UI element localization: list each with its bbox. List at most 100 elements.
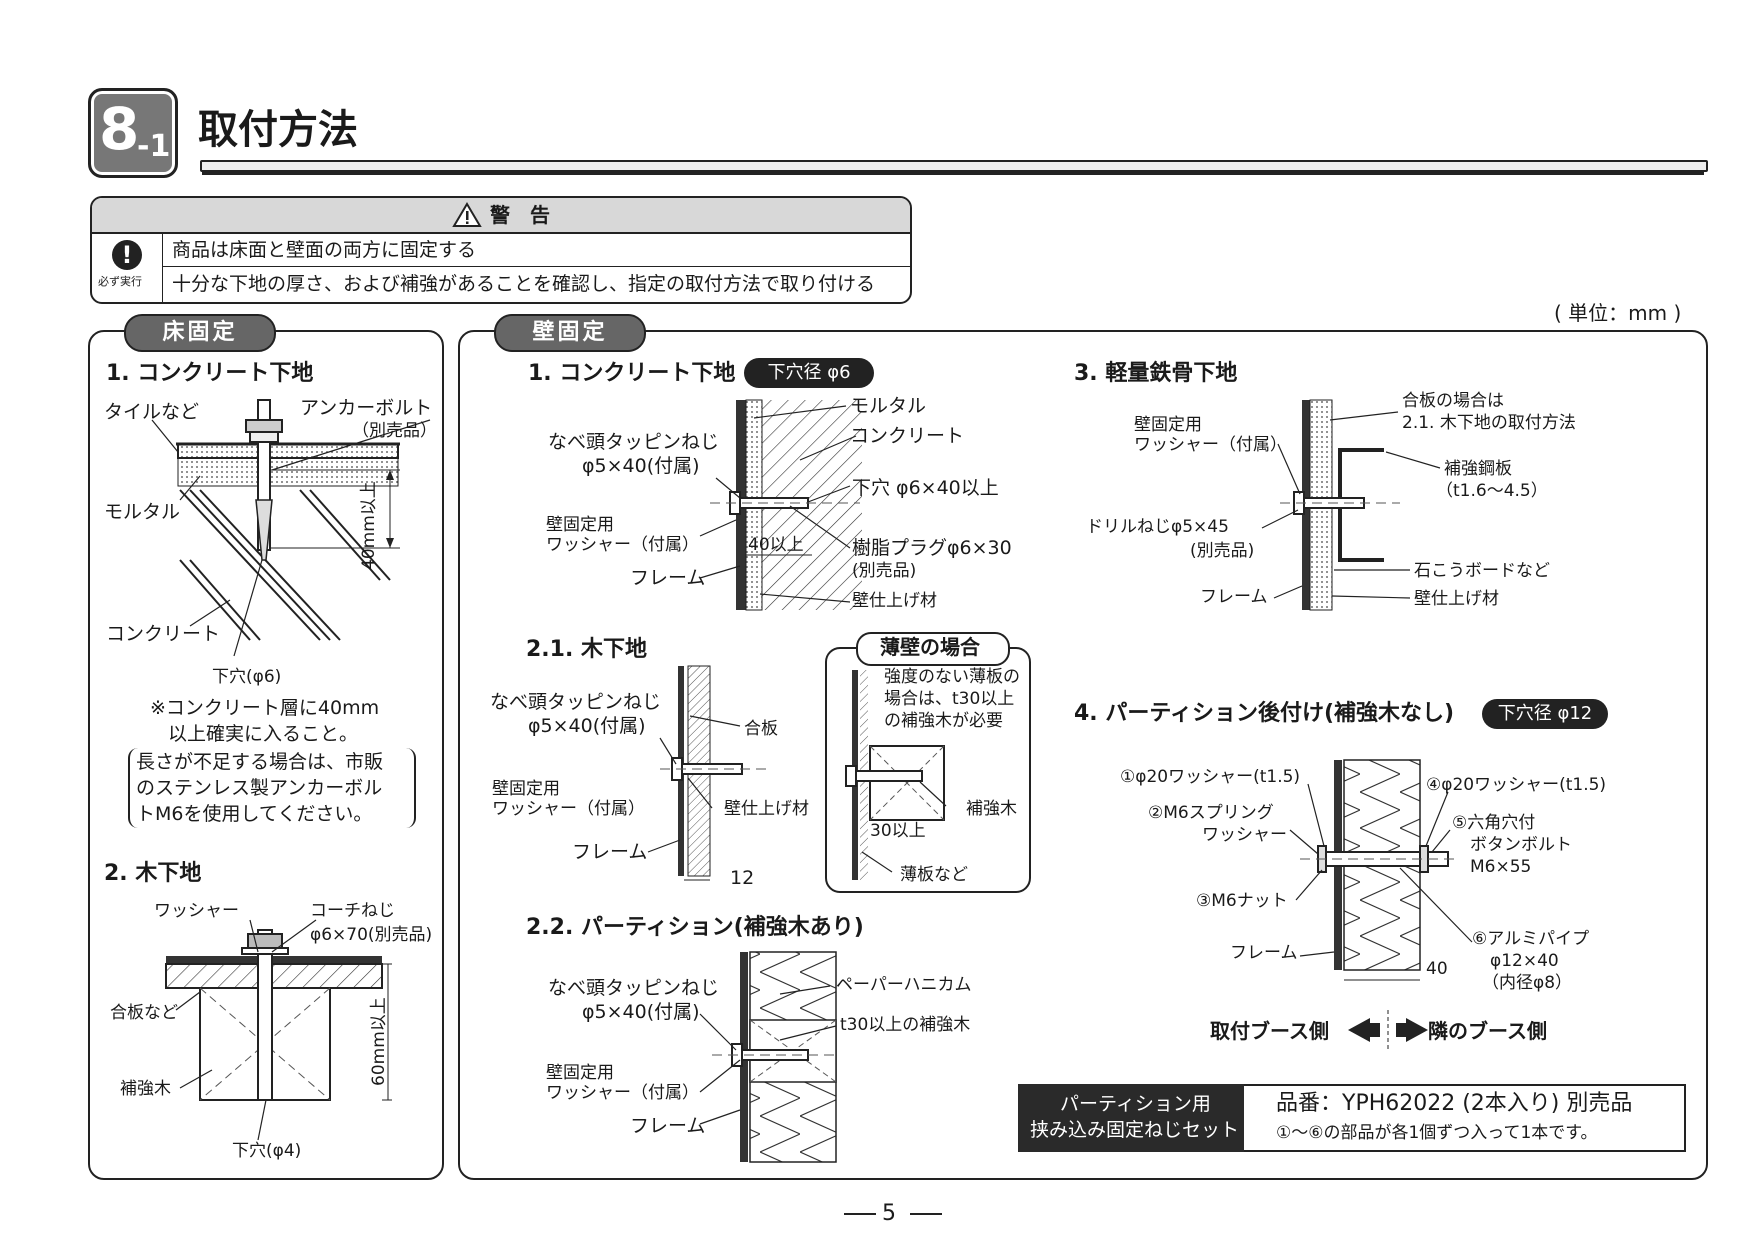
pt-label-2a: ②M6スプリング <box>1148 803 1274 823</box>
title-rule-shadow <box>202 172 1704 175</box>
thin-note-1: 強度のない薄板の <box>884 667 1020 687</box>
wc-label-screw-spec: φ5×40(付属) <box>582 455 700 477</box>
label-concrete: コンクリート <box>106 623 221 645</box>
leader-lines <box>151 405 1473 1141</box>
ww-label-frame: フレーム <box>572 841 648 863</box>
section-sub-number: -1 <box>137 129 171 164</box>
wc-label-dim-40: 40以上 <box>748 535 804 555</box>
partition-reinforced-drawing <box>712 951 840 1163</box>
thin-wall-title-pill <box>856 632 1010 666</box>
label-plywood: 合板など <box>110 1003 178 1023</box>
st-label-washer-1: 壁固定用 <box>1134 415 1202 435</box>
floor-concrete-heading: 1. コンクリート下地 <box>106 361 314 386</box>
pr-label-honeycomb: ペーパーハニカム <box>836 975 972 995</box>
label-depth-40: 40mm以上 <box>359 481 379 570</box>
st-label-gypsum: 石こうボードなど <box>1414 561 1550 581</box>
floor-fixing-label: 床固定 <box>124 314 276 352</box>
ww-label-washer-2: ワッシャー（付属） <box>492 799 645 819</box>
label-coach-spec: φ6×70(別売品) <box>310 925 433 945</box>
kit-label-1: パーティション用 <box>1060 1093 1211 1115</box>
st-label-plate: 補強鋼板 <box>1444 459 1512 479</box>
ww-label-finish: 壁仕上げ材 <box>724 799 809 819</box>
section-number-badge: 8 -1 <box>88 88 178 178</box>
steel-frame-drawing <box>1280 399 1400 611</box>
kit-label-2: 挟み込み固定ねじセット <box>1030 1119 1240 1141</box>
label-hole-phi4: 下穴(φ4) <box>232 1141 302 1161</box>
pt-label-6b: φ12×40 <box>1490 951 1559 971</box>
warning-box: 警 告 ! 必ず実行 商品は床面と壁面の両方に固定する 十分な下地の厚さ、および… <box>90 196 912 304</box>
partition-retrofit-drawing <box>1300 759 1460 1050</box>
wc-label-washer-1: 壁固定用 <box>546 515 614 535</box>
warning-title: 警 告 <box>490 203 550 227</box>
wc-label-washer-2: ワッシャー（付属） <box>546 535 699 555</box>
pt-label-6a: ⑥アルミパイプ <box>1472 929 1590 949</box>
label-tile: タイルなど <box>104 401 200 423</box>
wall-concrete-heading: 1. コンクリート下地 <box>528 361 736 386</box>
kit-label-block <box>1018 1084 1244 1152</box>
warning-line-2: 十分な下地の厚さ、および補強があることを確認し、指定の取付方法で取り付ける <box>172 273 876 295</box>
install-booth-side: 取付ブース側 <box>1210 1019 1329 1043</box>
label-coach-screw: コーチねじ <box>310 901 395 921</box>
pr-label-screw: なべ頭タッピンねじ <box>548 977 720 999</box>
label-depth-60: 60mm以上 <box>369 997 389 1086</box>
floor-note-2: 以上確実に入ること。 <box>168 723 359 745</box>
partition-retrofit-heading: 4. パーティション後付け(補強木なし) <box>1074 701 1455 726</box>
floor-note-1: ※コンクリート層に40mm <box>150 697 380 719</box>
pr-label-frame: フレーム <box>630 1115 706 1137</box>
pt-label-2b: ワッシャー <box>1202 825 1287 845</box>
wall-wood-heading: 2.1. 木下地 <box>526 637 647 662</box>
warning-header: 警 告 <box>92 198 910 234</box>
title-rule <box>200 160 1708 172</box>
wc-label-screw: なべ頭タッピンねじ <box>548 431 720 453</box>
partition-reinforced-heading: 2.2. パーティション(補強木あり) <box>526 915 864 940</box>
pt-label-5a: ⑤六角穴付 <box>1452 813 1536 833</box>
adjacent-booth-side: 隣のブース側 <box>1428 1019 1547 1043</box>
pr-label-washer-2: ワッシャー（付属） <box>546 1083 699 1103</box>
warning-row-1: 商品は床面と壁面の両方に固定する <box>162 234 910 267</box>
wall-panel <box>458 330 1708 1180</box>
ww-label-dim-12: 12 <box>730 867 755 889</box>
wc-label-mortar: モルタル <box>850 395 927 417</box>
thin-label-board: 薄板など <box>900 865 968 885</box>
kit-part-number: 品番：YPH62022 (2本入り) 別売品 <box>1276 1091 1633 1116</box>
pt-label-4: ④φ20ワッシャー(t1.5) <box>1426 775 1607 795</box>
wc-label-concrete: コンクリート <box>850 425 965 447</box>
wc-label-frame: フレーム <box>630 567 706 589</box>
thin-note-2: 場合は、t30以上 <box>884 689 1015 709</box>
pt-label-5b: ボタンボルト <box>1470 835 1572 855</box>
st-label-ply-2: 2.1. 木下地の取付方法 <box>1402 413 1576 433</box>
thin-wall-drawing <box>825 647 1031 893</box>
partition-retrofit-hole-tag: 下穴径 φ12 <box>1482 699 1608 729</box>
pr-label-screw-spec: φ5×40(付属) <box>582 1001 700 1023</box>
floor-box-line-1: 長さが不足する場合は、市販 <box>136 751 384 773</box>
warning-line-1: 商品は床面と壁面の両方に固定する <box>172 239 477 261</box>
wall-wood-drawing <box>660 665 766 881</box>
pt-label-3: ③M6ナット <box>1196 891 1288 911</box>
pt-label-6c: （内径φ8） <box>1482 973 1573 993</box>
floor-concrete-drawing <box>176 399 400 641</box>
st-label-washer-2: ワッシャー（付属） <box>1134 435 1287 455</box>
page-number-dash-right <box>910 1213 942 1215</box>
pt-label-dim-40: 40 <box>1426 959 1448 979</box>
thin-note-3: の補強木が必要 <box>884 711 1003 731</box>
wc-label-plug: 樹脂プラグφ6×30 <box>852 537 1012 559</box>
pr-label-washer-1: 壁固定用 <box>546 1063 614 1083</box>
wc-label-plug-note: (別売品) <box>852 561 917 581</box>
page-number: 5 <box>882 1201 896 1226</box>
pt-label-frame: フレーム <box>1230 943 1298 963</box>
pt-label-5c: M6×55 <box>1470 857 1532 877</box>
st-label-drill: ドリルねじφ5×45 <box>1086 517 1229 537</box>
floor-box-line-2: のステンレス製アンカーボル <box>136 777 383 799</box>
st-label-drill-note: (別売品) <box>1190 541 1255 561</box>
unit-label: ( 単位：mm ) <box>1554 301 1682 325</box>
wall-fixing-label: 壁固定 <box>494 314 646 352</box>
st-label-finish: 壁仕上げ材 <box>1414 589 1499 609</box>
floor-wood-drawing <box>165 929 392 1101</box>
st-label-ply-1: 合板の場合は <box>1402 391 1504 411</box>
label-anchor-bolt: アンカーボルト <box>300 397 433 419</box>
label-reinforce-wood: 補強木 <box>120 1079 171 1099</box>
thin-wall-title: 薄壁の場合 <box>880 635 980 659</box>
floor-note-box <box>128 748 416 828</box>
floor-wood-heading: 2. 木下地 <box>104 861 202 886</box>
